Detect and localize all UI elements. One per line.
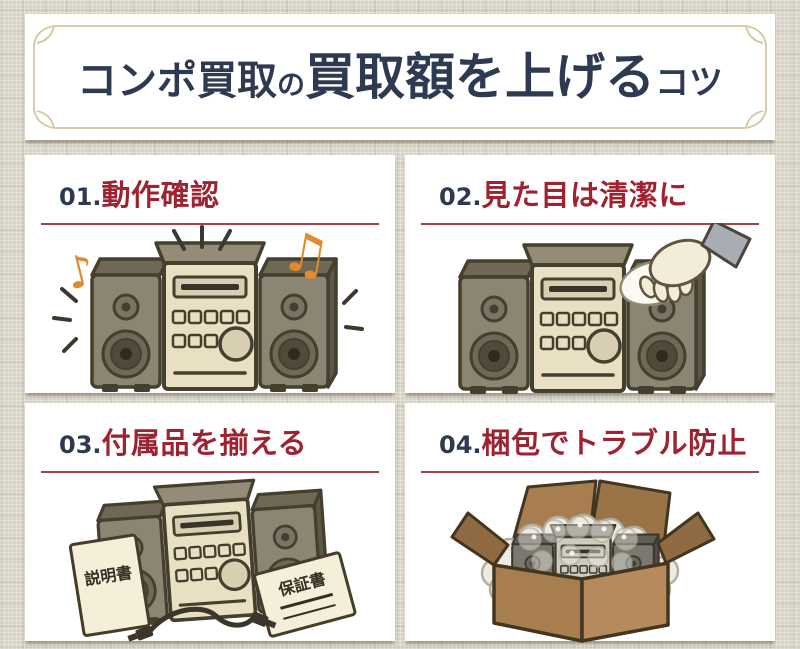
card-heading-text: 見た目は清潔に [481, 178, 689, 212]
illustration-area [405, 223, 775, 395]
hand-wiping-stereo-illustration [458, 223, 752, 395]
card-gather-accessories: 03.付属品を揃える 説明書 保証書 [25, 403, 395, 642]
card-number: 04. [439, 431, 482, 459]
manual-document: 説明書 [68, 533, 151, 637]
certificate-frame [33, 25, 767, 129]
illustration-area: 説明書 保証書 [25, 473, 395, 642]
card-heading: 04.梱包でトラブル防止 [421, 415, 759, 473]
card-packing: 04.梱包でトラブル防止 [405, 403, 775, 643]
title-box: コンポ買取の買取額を上げるコツ [25, 14, 775, 140]
card-number: 01. [59, 183, 102, 211]
card-heading: 01.動作確認 [41, 167, 379, 225]
title-part2: 買取額を上げる [305, 48, 655, 106]
music-notes-icon: ♫ [277, 223, 336, 289]
sound-lines [52, 225, 364, 353]
card-heading-text: 付属品を揃える [101, 426, 308, 460]
title-particle: の [276, 68, 305, 101]
stereo-playing-music-illustration: ♪ ♫ [52, 223, 364, 394]
card-clean-appearance: 02.見た目は清潔に [405, 155, 775, 395]
stereo-with-accessories-illustration: 説明書 保証書 [68, 473, 357, 642]
page-title: コンポ買取の買取額を上げるコツ [77, 52, 723, 102]
card-heading: 03.付属品を揃える [41, 415, 379, 473]
warranty-document: 保証書 [253, 551, 357, 638]
illustration-area: ♪ ♫ [25, 223, 395, 394]
illustration-area [405, 473, 775, 643]
card-operation-check: 01.動作確認 ♪ ♫ [25, 155, 395, 394]
card-heading: 02.見た目は清潔に [421, 167, 759, 225]
card-heading-text: 梱包でトラブル防止 [481, 426, 748, 460]
title-part1: コンポ買取 [76, 58, 277, 104]
packed-stereo-illustration [450, 479, 716, 643]
card-number: 03. [59, 431, 102, 459]
audio-cable [127, 606, 277, 642]
card-number: 02. [439, 183, 482, 211]
cardboard-box-front [450, 511, 716, 643]
card-heading-text: 動作確認 [101, 178, 220, 212]
wiping-hand [639, 238, 712, 304]
shirt-sleeve [700, 223, 752, 269]
title-part3: コツ [655, 63, 723, 103]
